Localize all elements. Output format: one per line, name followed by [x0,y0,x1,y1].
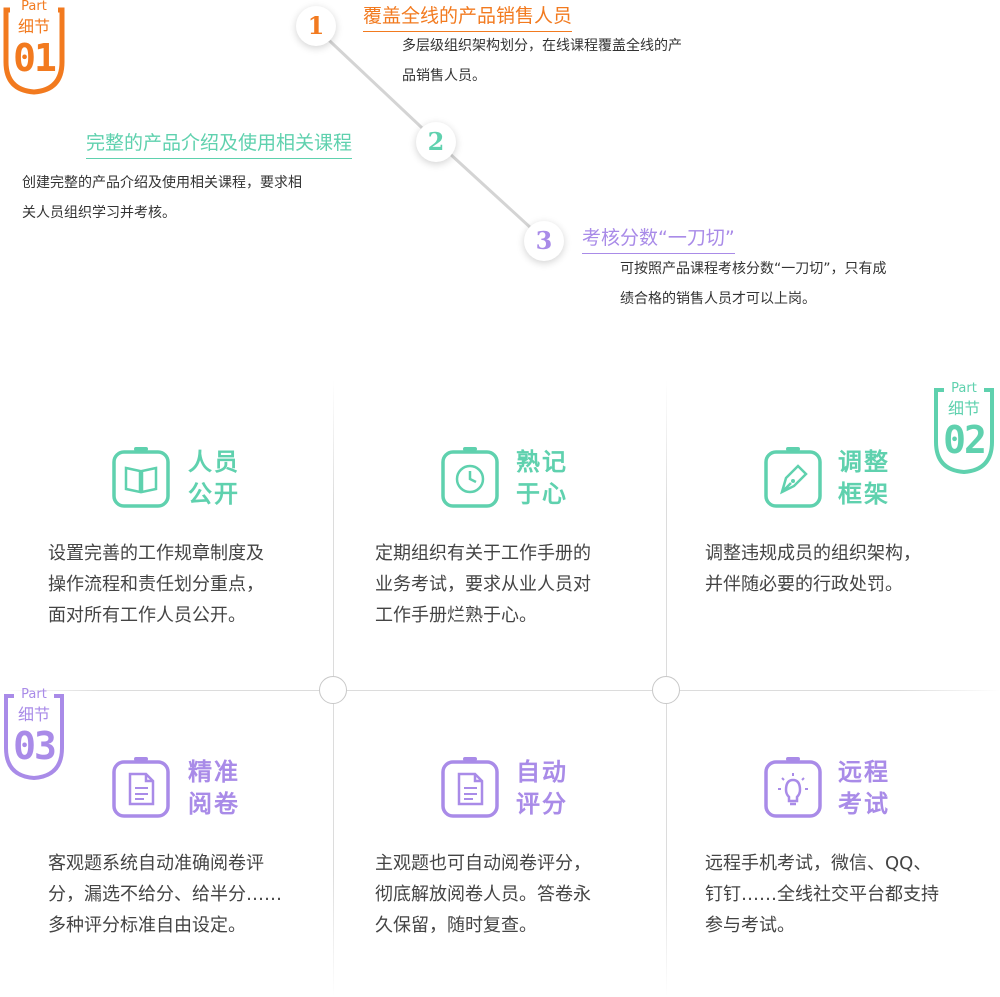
cell-1-desc: 设置完善的工作规章制度及 操作流程和责任划分重点， 面对所有工作人员公开。 [48,543,264,626]
cell-3-title: 调整 框架 [838,448,890,508]
cell-5-desc: 主观题也可自动阅卷评分， 彻底解放阅卷人员。答卷永 久保留，随时复查。 [375,853,591,936]
step-3-node: 3 [524,221,564,261]
badge-number: 03 [13,724,57,768]
cell-6-desc: 远程手机考试，微信、QQ、 钉钉……全线社交平台都支持 参与考试。 [705,853,939,936]
badge-frame-icon [934,388,994,475]
step-1-node: 1 [296,6,336,46]
step-1-desc: 多层级组织架构划分，在线课程覆盖全线的产 品销售人员。 [402,38,682,84]
cell-2-title: 熟记 于心 [516,448,568,508]
step-3-desc: 可按照产品课程考核分数“一刀切”，只有成 绩合格的销售人员才可以上岗。 [620,261,887,307]
pen-nib-icon [764,447,822,508]
part-badge-01: Part 细节 01 [2,0,66,96]
badge-part-label: Part [21,687,47,702]
grid-junction-circle-1 [319,676,347,704]
badge-jie-label: 细节 [17,705,50,724]
step-2-node: 2 [416,122,456,162]
cell-5-title: 自动 评分 [516,758,568,818]
cell-6-title: 远程 考试 [838,758,890,818]
badge-part-label: Part [951,381,977,396]
badge-frame-icon [4,694,64,781]
badge-part-label: Part [21,0,47,14]
badge-number: 02 [943,418,987,462]
badge-jie-label: 细节 [17,17,50,36]
part-badge-03: Part 细节 03 [2,686,66,782]
grid-junction-circle-2 [652,676,680,704]
document-icon [112,757,170,818]
cell-3-desc: 调整违规成员的组织架构， 并伴随必要的行政处罚。 [705,543,921,595]
badge-number: 01 [13,36,57,80]
document-icon [441,757,499,818]
cell-1-title: 人员 公开 [188,448,240,508]
grid-divider-horizontal [0,690,1000,691]
clock-icon [441,447,499,508]
lightbulb-icon [764,757,822,818]
cell-2-desc: 定期组织有关于工作手册的 业务考试，要求从业人员对 工作手册烂熟于心。 [375,543,591,626]
badge-jie-label: 细节 [947,399,980,418]
step-2-title: 完整的产品介绍及使用相关课程 [86,131,353,159]
book-icon [112,447,170,508]
cell-4-desc: 客观题系统自动准确阅卷评 分，漏选不给分、给半分…… 多种评分标准自由设定。 [48,853,282,936]
cell-4-title: 精准 阅卷 [188,758,240,818]
step-3-title: 考核分数“一刀切” [582,226,735,254]
badge-frame-icon [3,7,65,95]
timeline-connector [314,26,546,242]
step-1-title: 覆盖全线的产品销售人员 [363,4,573,32]
part-badge-02: Part 细节 02 [932,380,996,476]
step-2-desc: 创建完整的产品介绍及使用相关课程，要求相 关人员组织学习并考核。 [22,175,302,221]
